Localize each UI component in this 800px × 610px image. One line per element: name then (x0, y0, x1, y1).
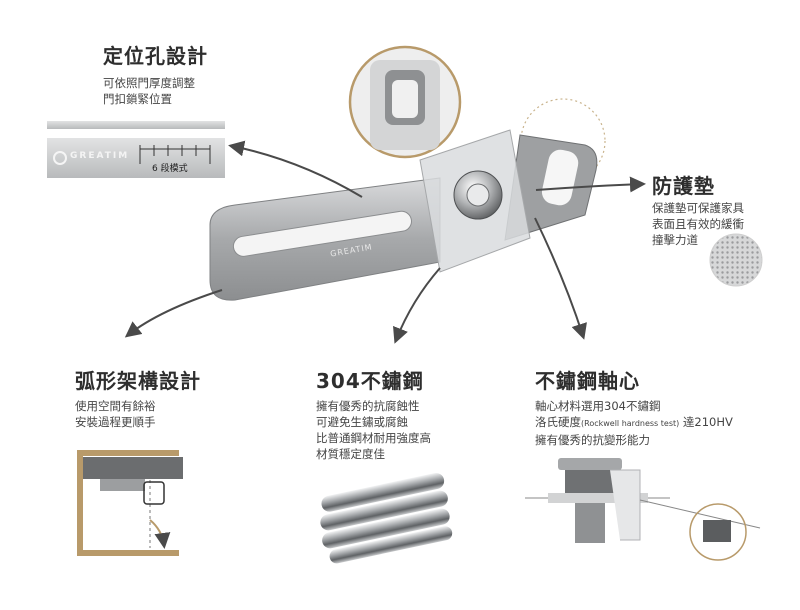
axis-desc-line-1: 軸心材料選用304不鏽鋼 (535, 399, 661, 413)
pad-desc-line-1: 保護墊可保護家具 (652, 201, 744, 215)
callout-arrows (124, 140, 646, 344)
shaft-cross-section (525, 458, 761, 561)
axis-title: 不鏽鋼軸心 (535, 369, 640, 393)
ruler-illustration (47, 121, 225, 178)
steel-title: 304不鏽鋼 (316, 369, 424, 393)
arc-title: 弧形架構設計 (75, 369, 201, 393)
hole-desc-line-2: 門扣鎖緊位置 (103, 92, 172, 106)
hole-title: 定位孔設計 (103, 44, 208, 68)
axis-desc-line-2: 洛氏硬度(Rockwell hardness test) 達210HV (535, 414, 733, 432)
arc-frame-illustration (77, 450, 183, 556)
hole-desc: 可依照門厚度調整 門扣鎖緊位置 (103, 75, 195, 107)
steel-desc-line-2: 可避免生鏽或腐蝕 (316, 415, 408, 429)
steel-desc-line-4: 材質穩定度佳 (316, 447, 385, 461)
ruler-steps-label: 6 段模式 (152, 164, 188, 174)
pad-title: 防護墊 (652, 174, 715, 198)
steel-desc-line-3: 比普通鋼材耐用強度高 (316, 431, 431, 445)
arc-desc-line-1: 使用空間有餘裕 (75, 399, 156, 413)
axis-hardness-test: (Rockwell hardness test) (581, 419, 680, 428)
axis-hardness-value: 達210HV (679, 415, 733, 429)
pipes-image (320, 473, 453, 564)
ruler-brand: GREATIM (70, 151, 130, 161)
axis-desc: 軸心材料選用304不鏽鋼 洛氏硬度(Rockwell hardness test… (535, 398, 733, 448)
pad-texture-circle (709, 233, 763, 287)
steel-desc: 擁有優秀的抗腐蝕性 可避免生鏽或腐蝕 比普通鋼材耐用強度高 材質穩定度佳 (316, 398, 431, 462)
hole-desc-line-1: 可依照門厚度調整 (103, 76, 195, 90)
arc-desc-line-2: 安裝過程更順手 (75, 415, 156, 429)
arc-desc: 使用空間有餘裕 安裝過程更順手 (75, 398, 156, 430)
pad-desc-line-3: 撞擊力道 (652, 233, 698, 247)
axis-hardness-label: 洛氏硬度 (535, 415, 581, 429)
pad-desc-line-2: 表面且有效的緩衝 (652, 217, 744, 231)
steel-desc-line-1: 擁有優秀的抗腐蝕性 (316, 399, 420, 413)
bracket-product (209, 129, 598, 301)
axis-desc-line-3: 擁有優秀的抗變形能力 (535, 433, 650, 447)
pad-desc: 保護墊可保護家具 表面且有效的緩衝 撞擊力道 (652, 200, 744, 248)
detail-circle-top (348, 45, 462, 159)
